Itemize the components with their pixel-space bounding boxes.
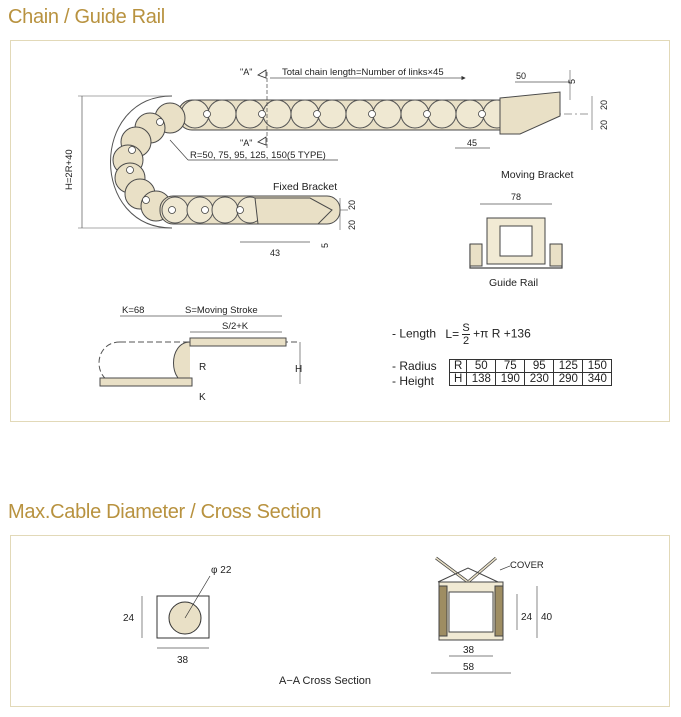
dim-40: 40 — [541, 612, 553, 623]
s2k-label: S/2+K — [222, 321, 249, 332]
fixed-bracket-shape — [254, 197, 333, 225]
dim-78: 78 — [511, 192, 521, 202]
dim-5-top: 5 — [567, 79, 577, 84]
dim-20-c: 20 — [347, 200, 357, 210]
table-radius-cell: 150 — [582, 359, 613, 373]
length-den: 2 — [463, 335, 470, 347]
dim-24-right: 24 — [521, 612, 533, 623]
dim-38-left: 38 — [177, 655, 189, 666]
dim-38-right: 38 — [463, 645, 475, 656]
cover-label: COVER — [510, 560, 544, 571]
table-radius-cell: 95 — [524, 359, 555, 373]
length-formula: - Length L= S 2 +π R +136 — [392, 322, 531, 347]
dim-45: 45 — [467, 138, 477, 148]
cable-diameter: φ 22 — [211, 565, 232, 576]
radius-note: R=50, 75, 95, 125, 150(5 TYPE) — [190, 150, 326, 161]
chain-diagram: "A" "A" Total chain length=Number of lin… — [64, 67, 609, 403]
h-label: H — [295, 364, 302, 375]
section-title-chain-guide-rail: Chain / Guide Rail — [8, 6, 165, 28]
k-label: K=68 — [122, 305, 144, 316]
table-h-head: H — [448, 372, 468, 386]
table-radius-cell: 50 — [466, 359, 497, 373]
table-height-cell: 230 — [524, 372, 555, 386]
dim-58: 58 — [463, 662, 475, 673]
section-inner — [448, 591, 494, 633]
total-chain-length-label: Total chain length=Number of links×45 — [282, 67, 444, 78]
length-rest: +π R +136 — [473, 326, 531, 341]
guide-rail-label: Guide Rail — [489, 277, 538, 289]
r-label: R — [199, 362, 206, 373]
cross-section-diagram: φ 22 24 38 COVER 24 40 38 58 A−A Cross S… — [123, 556, 553, 687]
upper-chain-links — [180, 99, 512, 129]
height-label: - Height — [392, 374, 435, 388]
table-height-cell: 138 — [466, 372, 497, 386]
radius-height-table: R 50 75 95 125 150 H 138 190 230 290 340 — [448, 359, 613, 386]
dim-20-d: 20 — [347, 220, 357, 230]
dim-20-b: 20 — [599, 120, 609, 130]
outer-guide-curve — [110, 95, 173, 229]
section-title-cross-section: Max.Cable Diameter / Cross Section — [8, 501, 322, 523]
length-lhs: L= — [445, 326, 460, 341]
dim-5-bottom: 5 — [320, 243, 330, 248]
stroke-label: S=Moving Stroke — [185, 305, 258, 316]
radius-height-labels: - Radius - Height — [392, 359, 437, 389]
radius-label: - Radius — [392, 359, 437, 373]
length-prefix: - Length — [392, 326, 437, 341]
table-height-cell: 340 — [582, 372, 613, 386]
upper-chain-pins — [203, 110, 486, 118]
fixed-bracket-label: Fixed Bracket — [273, 181, 337, 193]
section-a-bottom: "A" — [240, 138, 252, 148]
dim-50: 50 — [516, 71, 526, 81]
cross-section-caption: A−A Cross Section — [279, 675, 371, 687]
section-a-top: "A" — [240, 67, 252, 77]
height-formula: H=2R+40 — [64, 149, 75, 190]
dim-43: 43 — [270, 248, 280, 258]
cross-section-panel — [10, 535, 670, 707]
table-radius-cell: 75 — [495, 359, 526, 373]
moving-bracket-label: Moving Bracket — [501, 169, 573, 181]
moving-bracket-shape — [499, 91, 561, 135]
dim-24-left: 24 — [123, 613, 135, 624]
length-num: S — [462, 322, 470, 335]
table-radius-cell: 125 — [553, 359, 584, 373]
dim-20-a: 20 — [599, 100, 609, 110]
k-small-label: K — [199, 392, 206, 403]
table-r-head: R — [448, 359, 468, 373]
table-height-cell: 290 — [553, 372, 584, 386]
table-height-cell: 190 — [495, 372, 526, 386]
